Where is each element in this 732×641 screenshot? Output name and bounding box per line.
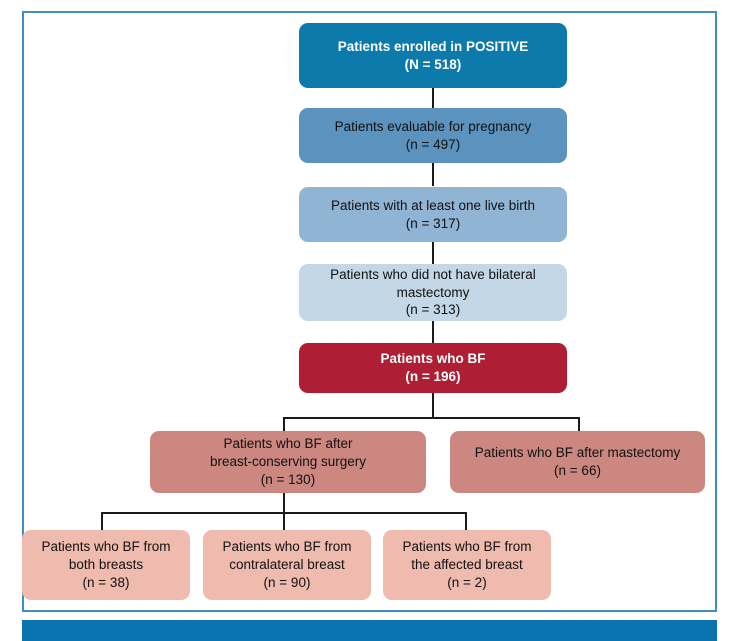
node-patients-live-birth-text: Patients with at least one live birth (n… [330,197,536,231]
node-bf-from-affected-breast: Patients who BF from the affected breast… [383,530,551,600]
connector-nobilateral-to-bf [432,320,434,343]
figure-bottom-bar [22,620,717,641]
connector-evaluable-to-livebirth [432,162,434,186]
node-bf-after-mastectomy-text: Patients who BF after mastectomy (n = 66… [474,445,681,478]
node-patients-no-bilateral-mastectomy-text: Patients who did not have bilateral mast… [330,266,536,318]
connector-bf-bracket-right-drop [578,417,580,432]
node-bf-after-mastectomy: Patients who BF after mastectomy (n = 66… [450,431,705,493]
node-patients-enrolled: Patients enrolled in POSITIVE (N = 518) [299,23,567,88]
node-patients-evaluable: Patients evaluable for pregnancy (n = 49… [299,108,567,163]
node-bf-from-both-breasts-text: Patients who BF from both breasts (n = 3… [41,539,171,590]
node-patients-live-birth: Patients with at least one live birth (n… [299,187,567,242]
connector-livebirth-to-nobilateral [432,242,434,264]
node-patients-no-bilateral-mastectomy: Patients who did not have bilateral mast… [299,264,567,321]
node-bf-after-breast-conserving-surgery: Patients who BF after breast-conserving … [150,431,426,493]
connector-bf-stem [432,392,434,418]
node-patients-enrolled-text: Patients enrolled in POSITIVE (N = 518) [337,38,529,72]
connector-bf-bracket-left-drop [283,417,285,432]
connector-bcs-bracket-left-drop [101,512,103,530]
node-bf-from-contralateral-breast-text: Patients who BF from contralateral breas… [222,539,352,590]
node-bf-from-affected-breast-text: Patients who BF from the affected breast… [402,539,532,590]
connector-enrolled-to-evaluable [432,88,434,110]
connector-bf-bracket-horizontal [283,417,580,419]
node-bf-after-breast-conserving-surgery-text: Patients who BF after breast-conserving … [209,436,367,487]
connector-bcs-bracket-middle-drop [283,512,285,530]
connector-bcs-stem [283,493,285,513]
connector-bcs-bracket-right-drop [465,512,467,530]
node-patients-who-bf: Patients who BF (n = 196) [299,343,567,393]
node-bf-from-contralateral-breast: Patients who BF from contralateral breas… [203,530,371,600]
node-patients-who-bf-text: Patients who BF (n = 196) [380,351,486,384]
node-patients-evaluable-text: Patients evaluable for pregnancy (n = 49… [334,118,532,152]
node-bf-from-both-breasts: Patients who BF from both breasts (n = 3… [22,530,190,600]
